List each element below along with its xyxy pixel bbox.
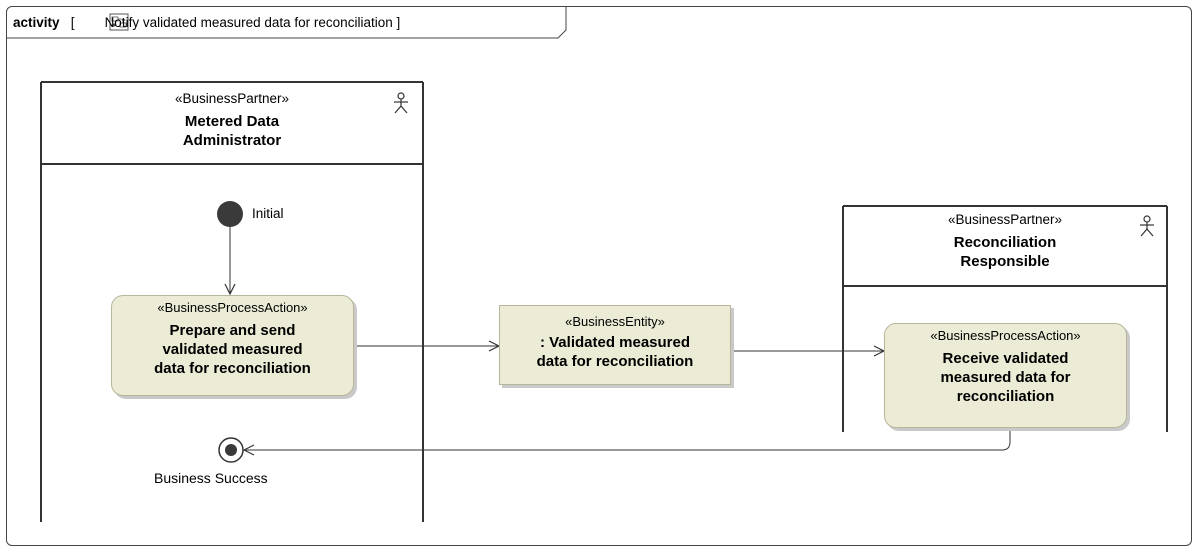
lane-header-reconciliation-responsible: «BusinessPartner» Reconciliation Respons…: [843, 212, 1167, 271]
action-label: Prepare and send: [169, 322, 296, 339]
bracket-close: ]: [392, 15, 401, 30]
entity-stereotype: «BusinessEntity»: [565, 314, 665, 329]
action-stereotype: «BusinessProcessAction»: [930, 328, 1081, 343]
lane-stereotype: «BusinessPartner»: [947, 212, 1063, 227]
initial-node[interactable]: [217, 201, 243, 227]
diagram-name: Notify validated measured data for recon…: [104, 15, 393, 30]
action-stereotype: «BusinessProcessAction»: [157, 300, 308, 315]
entity-label: : Validated measured: [539, 334, 691, 351]
action-label: data for reconciliation: [154, 360, 311, 377]
lane-stereotype: «BusinessPartner»: [174, 91, 290, 106]
lane-title: Metered Data: [184, 113, 280, 130]
initial-label: Initial: [252, 206, 284, 221]
action-label: validated measured: [162, 341, 303, 358]
actor-icon: [1140, 215, 1154, 237]
action-prepare-and-send[interactable]: «BusinessProcessAction» Prepare and send…: [111, 295, 354, 396]
business-entity-validated-data[interactable]: «BusinessEntity» : Validated measured da…: [499, 305, 731, 385]
lane-header-metered-data-administrator: «BusinessPartner» Metered Data Administr…: [41, 91, 423, 150]
frame-tab-outline: [6, 6, 567, 39]
action-label: Receive validated: [942, 350, 1069, 367]
final-label: Business Success: [154, 470, 268, 486]
entity-label: data for reconciliation: [536, 353, 694, 370]
lane-title: Administrator: [182, 132, 282, 149]
flow-receive-to-final[interactable]: [244, 429, 1011, 450]
lane-reconciliation-responsible: [842, 205, 1168, 432]
action-label: measured data for: [940, 369, 1071, 386]
lane-title: Reconciliation: [953, 234, 1057, 251]
lane-title: Responsible: [960, 253, 1050, 270]
final-node[interactable]: [218, 437, 244, 463]
activity-diagram-icon: [109, 13, 129, 31]
action-receive-validated[interactable]: «BusinessProcessAction» Receive validate…: [884, 323, 1127, 428]
frame-tab: activity [ Notify validated measured dat…: [13, 15, 400, 30]
actor-icon: [394, 92, 408, 114]
diagram-frame: [6, 6, 1192, 546]
lane-metered-data-administrator: [40, 81, 424, 522]
diagram-kind: activity: [13, 15, 60, 30]
bracket-open: [: [63, 15, 105, 30]
action-label: reconciliation: [956, 388, 1055, 405]
